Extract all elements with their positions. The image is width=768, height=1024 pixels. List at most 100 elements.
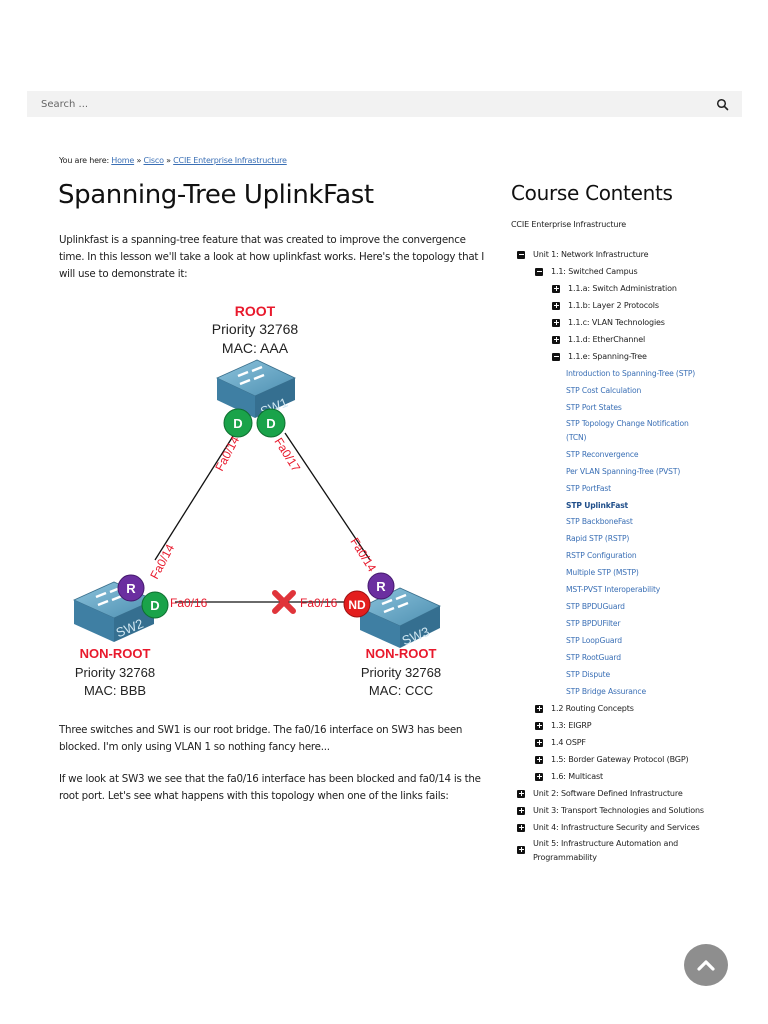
expand-icon[interactable]: [535, 772, 543, 781]
back-to-top-button[interactable]: [684, 944, 728, 986]
expand-icon[interactable]: [535, 738, 543, 747]
lesson-link[interactable]: STP Port States: [566, 403, 622, 412]
sw3-priority: Priority 32768: [361, 665, 441, 680]
sw2-fa014-label: Fa0/14: [147, 542, 177, 582]
link-sw1-sw3: [284, 432, 371, 561]
toc-switch-administration[interactable]: 1.1.a: Switch Administration: [552, 284, 677, 293]
sw1-port-left: D: [223, 408, 253, 438]
topology-diagram: SW1 ROOT Priority 32768 MAC: AAA D D Fa0…: [73, 303, 441, 698]
breadcrumb: You are here: Home » Cisco » CCIE Enterp…: [59, 156, 287, 165]
toc-unit-2[interactable]: Unit 2: Software Defined Infrastructure: [517, 789, 683, 798]
toc-bgp[interactable]: 1.5: Border Gateway Protocol (BGP): [535, 755, 689, 764]
breadcrumb-separator: »: [136, 156, 142, 165]
toc-unit-3[interactable]: Unit 3: Transport Technologies and Solut…: [517, 806, 704, 815]
toc-etherchannel[interactable]: 1.1.d: EtherChannel: [552, 335, 645, 344]
sw2-role: NON-ROOT: [80, 646, 151, 661]
lesson-link[interactable]: STP RootGuard: [566, 653, 621, 662]
toc-switched-campus[interactable]: 1.1: Switched Campus: [535, 267, 638, 276]
sw3-port-nondesignated: ND: [343, 590, 371, 618]
expand-icon[interactable]: [552, 318, 560, 327]
toc-unit-1[interactable]: Unit 1: Network Infrastructure: [517, 250, 649, 259]
breadcrumb-prefix: You are here:: [59, 156, 109, 165]
toc-eigrp[interactable]: 1.3: EIGRP: [535, 721, 592, 730]
chevron-up-icon: [697, 960, 715, 971]
expand-icon[interactable]: [517, 789, 525, 798]
lesson-link[interactable]: STP Dispute: [566, 670, 610, 679]
page-title: Spanning-Tree UplinkFast: [58, 180, 374, 210]
svg-text:D: D: [150, 598, 159, 613]
link-sw1-sw2: [154, 432, 236, 561]
sw2-mac: MAC: BBB: [84, 683, 146, 698]
sw2-port-root: R: [117, 574, 145, 602]
sw3-role: NON-ROOT: [366, 646, 437, 661]
lesson-link[interactable]: (TCN): [566, 433, 587, 442]
toc-ospf[interactable]: 1.4 OSPF: [535, 738, 586, 747]
expand-icon[interactable]: [517, 806, 525, 815]
body-paragraph: Three switches and SW1 is our root bridg…: [59, 724, 463, 753]
breadcrumb-separator: »: [166, 156, 171, 165]
sw1-priority: Priority 32768: [212, 321, 299, 337]
lesson-link[interactable]: MST-PVST Interoperability: [566, 585, 661, 594]
toc-vlan-technologies[interactable]: 1.1.c: VLAN Technologies: [552, 318, 665, 327]
expand-icon[interactable]: [552, 284, 560, 293]
lesson-link[interactable]: STP BackboneFast: [566, 517, 633, 526]
collapse-icon[interactable]: [552, 352, 560, 361]
lesson-link[interactable]: Introduction to Spanning-Tree (STP): [566, 369, 696, 378]
sw1-mac: MAC: AAA: [222, 340, 289, 356]
toc-unit-5-continued[interactable]: Programmability: [533, 853, 597, 862]
lesson-link[interactable]: STP Topology Change Notification: [566, 419, 689, 428]
svg-text:ND: ND: [348, 598, 366, 612]
lesson-link[interactable]: STP BPDUFilter: [566, 619, 621, 628]
toc-routing-concepts[interactable]: 1.2 Routing Concepts: [535, 704, 634, 713]
sw1-port-right: D: [256, 408, 286, 438]
switch-sw3: SW3: [359, 587, 441, 648]
sw3-fa016-label: Fa0/16: [300, 596, 338, 610]
expand-icon[interactable]: [552, 335, 560, 344]
expand-icon[interactable]: [535, 721, 543, 730]
toc-layer2-protocols[interactable]: 1.1.b: Layer 2 Protocols: [552, 301, 659, 310]
lesson-link[interactable]: STP Bridge Assurance: [566, 687, 646, 696]
lesson-link[interactable]: STP PortFast: [566, 484, 611, 493]
lesson-link[interactable]: Rapid STP (RSTP): [566, 534, 630, 543]
svg-text:D: D: [266, 416, 275, 431]
sw1-role: ROOT: [235, 303, 276, 319]
lesson-link[interactable]: Per VLAN Spanning-Tree (PVST): [566, 467, 681, 476]
sw2-fa016-label: Fa0/16: [170, 596, 208, 610]
collapse-icon[interactable]: [535, 267, 543, 276]
toc-unit-4[interactable]: Unit 4: Infrastructure Security and Serv…: [517, 823, 700, 832]
toc-multicast[interactable]: 1.6: Multicast: [535, 772, 603, 781]
lesson-link-active[interactable]: STP UplinkFast: [566, 501, 629, 510]
expand-icon[interactable]: [517, 845, 525, 854]
expand-icon[interactable]: [552, 301, 560, 310]
body-paragraph: If we look at SW3 we see that the fa0/16…: [59, 773, 481, 802]
course-name[interactable]: CCIE Enterprise Infrastructure: [511, 220, 627, 229]
sidebar-title: Course Contents: [511, 181, 673, 205]
svg-text:R: R: [126, 581, 136, 596]
breadcrumb-ccie[interactable]: CCIE Enterprise Infrastructure: [173, 156, 287, 165]
collapse-icon[interactable]: [517, 250, 525, 259]
lesson-link[interactable]: Multiple STP (MSTP): [566, 568, 639, 577]
lesson-link[interactable]: STP Reconvergence: [566, 450, 639, 459]
toc-spanning-tree[interactable]: 1.1.e: Spanning-Tree: [552, 352, 647, 361]
expand-icon[interactable]: [535, 755, 543, 764]
lesson-link[interactable]: STP LoopGuard: [566, 636, 622, 645]
intro-paragraph: Uplinkfast is a spanning-tree feature th…: [59, 234, 485, 280]
lesson-link[interactable]: RSTP Configuration: [566, 551, 637, 560]
search-icon[interactable]: [716, 97, 730, 111]
sw3-fa014-label: Fa0/14: [347, 535, 379, 574]
sw3-port-root: R: [367, 572, 395, 600]
blocked-link-icon: [272, 590, 296, 614]
sw2-port-designated: D: [141, 591, 169, 619]
lesson-link[interactable]: STP Cost Calculation: [566, 386, 642, 395]
sw1-fa017-label: Fa0/17: [271, 435, 303, 474]
breadcrumb-cisco[interactable]: Cisco: [143, 156, 164, 165]
expand-icon[interactable]: [517, 823, 525, 832]
sw2-priority: Priority 32768: [75, 665, 155, 680]
switch-sw1: SW1: [216, 359, 296, 419]
svg-text:R: R: [376, 579, 386, 594]
lesson-link[interactable]: STP BPDUGuard: [566, 602, 625, 611]
toc-unit-5[interactable]: Unit 5: Infrastructure Automation and: [517, 839, 678, 854]
breadcrumb-home[interactable]: Home: [111, 156, 135, 165]
search-input[interactable]: [27, 91, 721, 117]
expand-icon[interactable]: [535, 704, 543, 713]
